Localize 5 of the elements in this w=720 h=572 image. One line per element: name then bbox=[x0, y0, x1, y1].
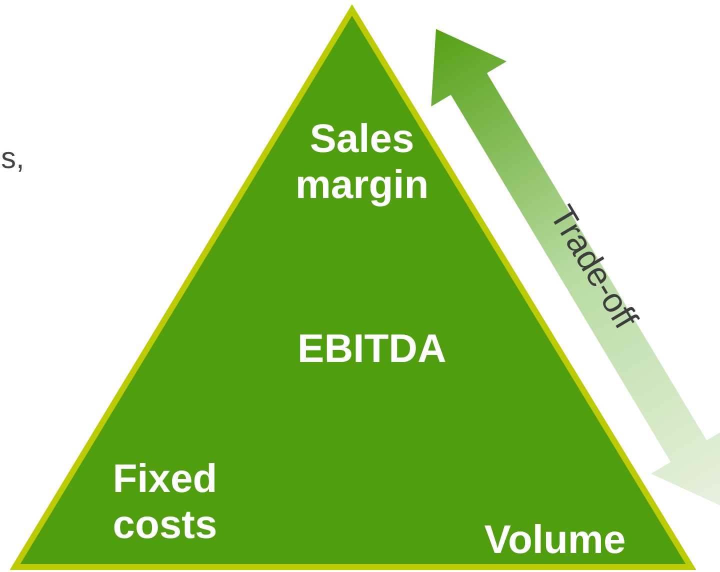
triangle-label: Volume bbox=[483, 517, 627, 563]
triangle-label: Fixed costs bbox=[112, 456, 218, 548]
triangle-label: Sales margin bbox=[294, 116, 430, 208]
text-fragment: s, bbox=[1, 142, 24, 176]
triangle-label: EBITDA bbox=[296, 326, 448, 372]
